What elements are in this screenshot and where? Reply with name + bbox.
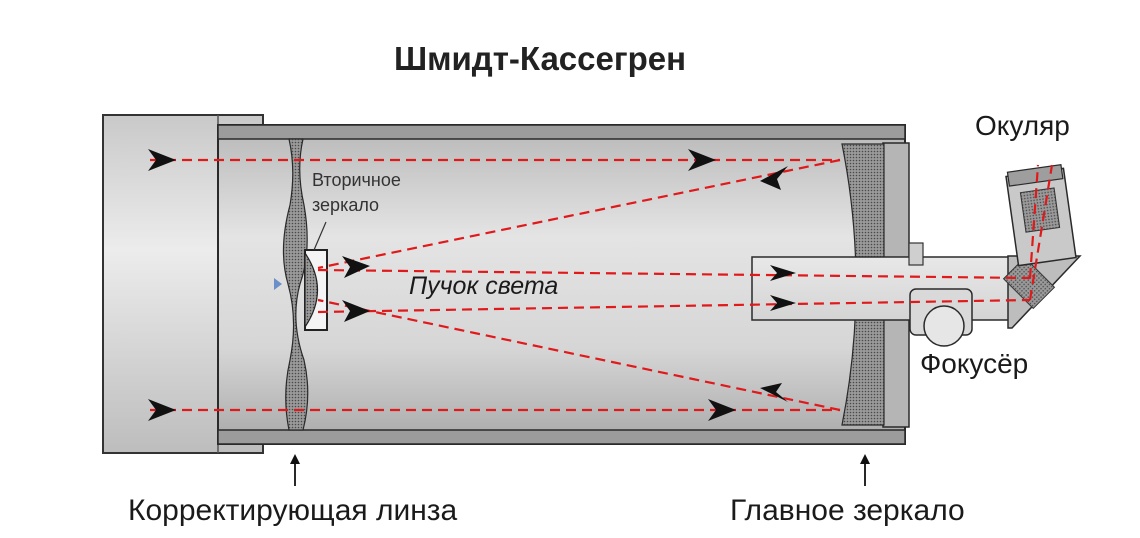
arrow-right-icon (342, 300, 370, 322)
arrow-up-icon (290, 454, 300, 464)
ray-top-to-focus (317, 268, 1031, 280)
light-beam-label: Пучок света (409, 272, 559, 300)
tube-bottom-wall (217, 429, 906, 445)
eyepiece-lens (1019, 187, 1061, 233)
secondary-mirror (304, 251, 319, 329)
arrow-right-icon (708, 399, 736, 421)
arrow-right-icon (770, 295, 796, 311)
secondary-mirror-label-line2: зеркало (312, 195, 380, 215)
focuser-label: Фокусёр (920, 348, 1029, 379)
arrow-up-icon (860, 454, 870, 464)
eyepiece-label: Окуляр (975, 110, 1070, 141)
light-rays (150, 158, 1054, 412)
diagram-title: Шмидт-Кассегрен (393, 40, 687, 77)
arrow-right-icon (688, 149, 716, 171)
corrector-plate (282, 138, 309, 431)
corrector-lens-label: Корректирующая линза (128, 494, 458, 527)
eyepiece-top (1006, 164, 1064, 187)
arrow-right-icon (148, 149, 176, 171)
corrector-marker (274, 278, 282, 290)
ray-to-eyepiece-1 (1028, 164, 1040, 279)
ray-bottom-reflect (317, 298, 841, 412)
arrow-left-icon (760, 166, 788, 190)
ray-to-eyepiece-2 (1028, 164, 1054, 301)
focuser-knob (923, 305, 965, 347)
ray-arrows (148, 149, 796, 421)
secondary-pointer (313, 221, 327, 251)
ray-top-reflect (317, 158, 841, 270)
ray-bottom-to-focus (317, 298, 1031, 314)
arrow-right-icon (148, 399, 176, 421)
secondary-mirror-label-line1: Вторичное (312, 170, 401, 190)
arrow-right-icon (770, 265, 796, 281)
rear-port (908, 242, 924, 266)
arrow-left-icon (760, 383, 788, 402)
diagonal-mirror (1002, 256, 1056, 310)
tube-top-wall (217, 124, 906, 140)
label-pointers (290, 454, 870, 486)
primary-mirror-label: Главное зеркало (730, 494, 965, 527)
arrow-right-icon (342, 256, 370, 278)
